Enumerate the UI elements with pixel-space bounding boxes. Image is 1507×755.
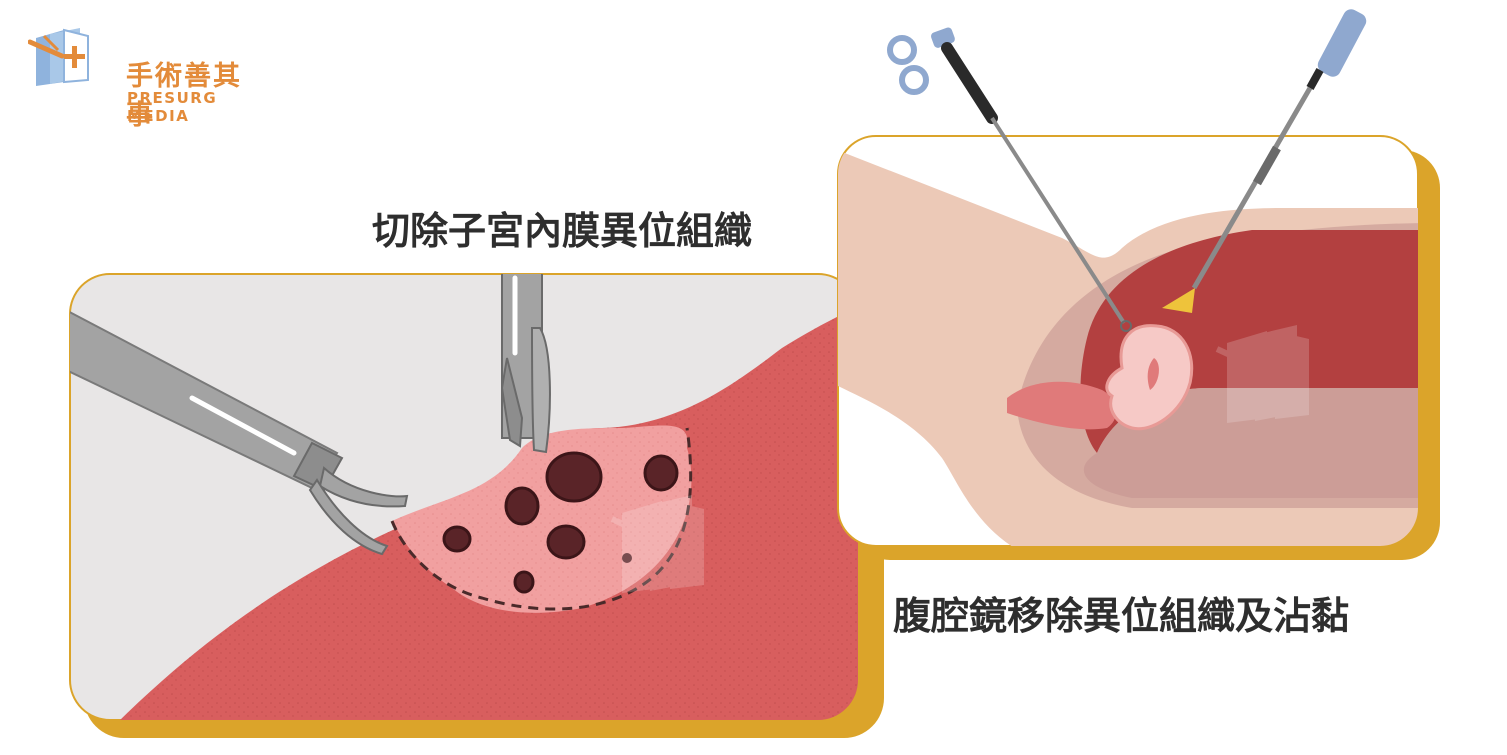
lesion-nodule bbox=[504, 486, 540, 526]
lesion-nodule bbox=[643, 454, 679, 492]
cautery-spark bbox=[1162, 288, 1195, 313]
brand-name-en: PRESURG MEDIA bbox=[127, 89, 218, 125]
presurg-watermark-icon bbox=[1215, 325, 1309, 423]
caption-excision: 切除子宮內膜異位組織 bbox=[372, 209, 753, 253]
laparoscopic-scissors-icon bbox=[887, 27, 1132, 332]
brand-name-zh: 手術善其事 bbox=[126, 61, 242, 131]
lesion-nodule bbox=[545, 451, 603, 503]
caption-laparoscopy: 腹腔鏡移除異位組織及沾黏 bbox=[893, 594, 1350, 638]
presurg-logo-icon bbox=[27, 28, 89, 86]
abdominal-cavity bbox=[1080, 230, 1418, 453]
surgical-grasper-icon bbox=[70, 306, 409, 556]
lesion-nodule bbox=[513, 570, 535, 594]
excision-illustration bbox=[69, 273, 884, 738]
surgical-forceps-icon bbox=[500, 274, 551, 454]
laparoscopy-illustration bbox=[837, 9, 1440, 560]
lesion-nodule bbox=[622, 553, 632, 563]
brand-logo: 手術善其事 PRESURG MEDIA bbox=[27, 26, 268, 131]
fallopian-tube bbox=[1007, 381, 1117, 430]
presurg-watermark-icon bbox=[610, 495, 704, 593]
cautery-probe-icon bbox=[1191, 9, 1367, 290]
lesion-nodule bbox=[546, 524, 586, 560]
lesion-nodule bbox=[442, 525, 472, 553]
